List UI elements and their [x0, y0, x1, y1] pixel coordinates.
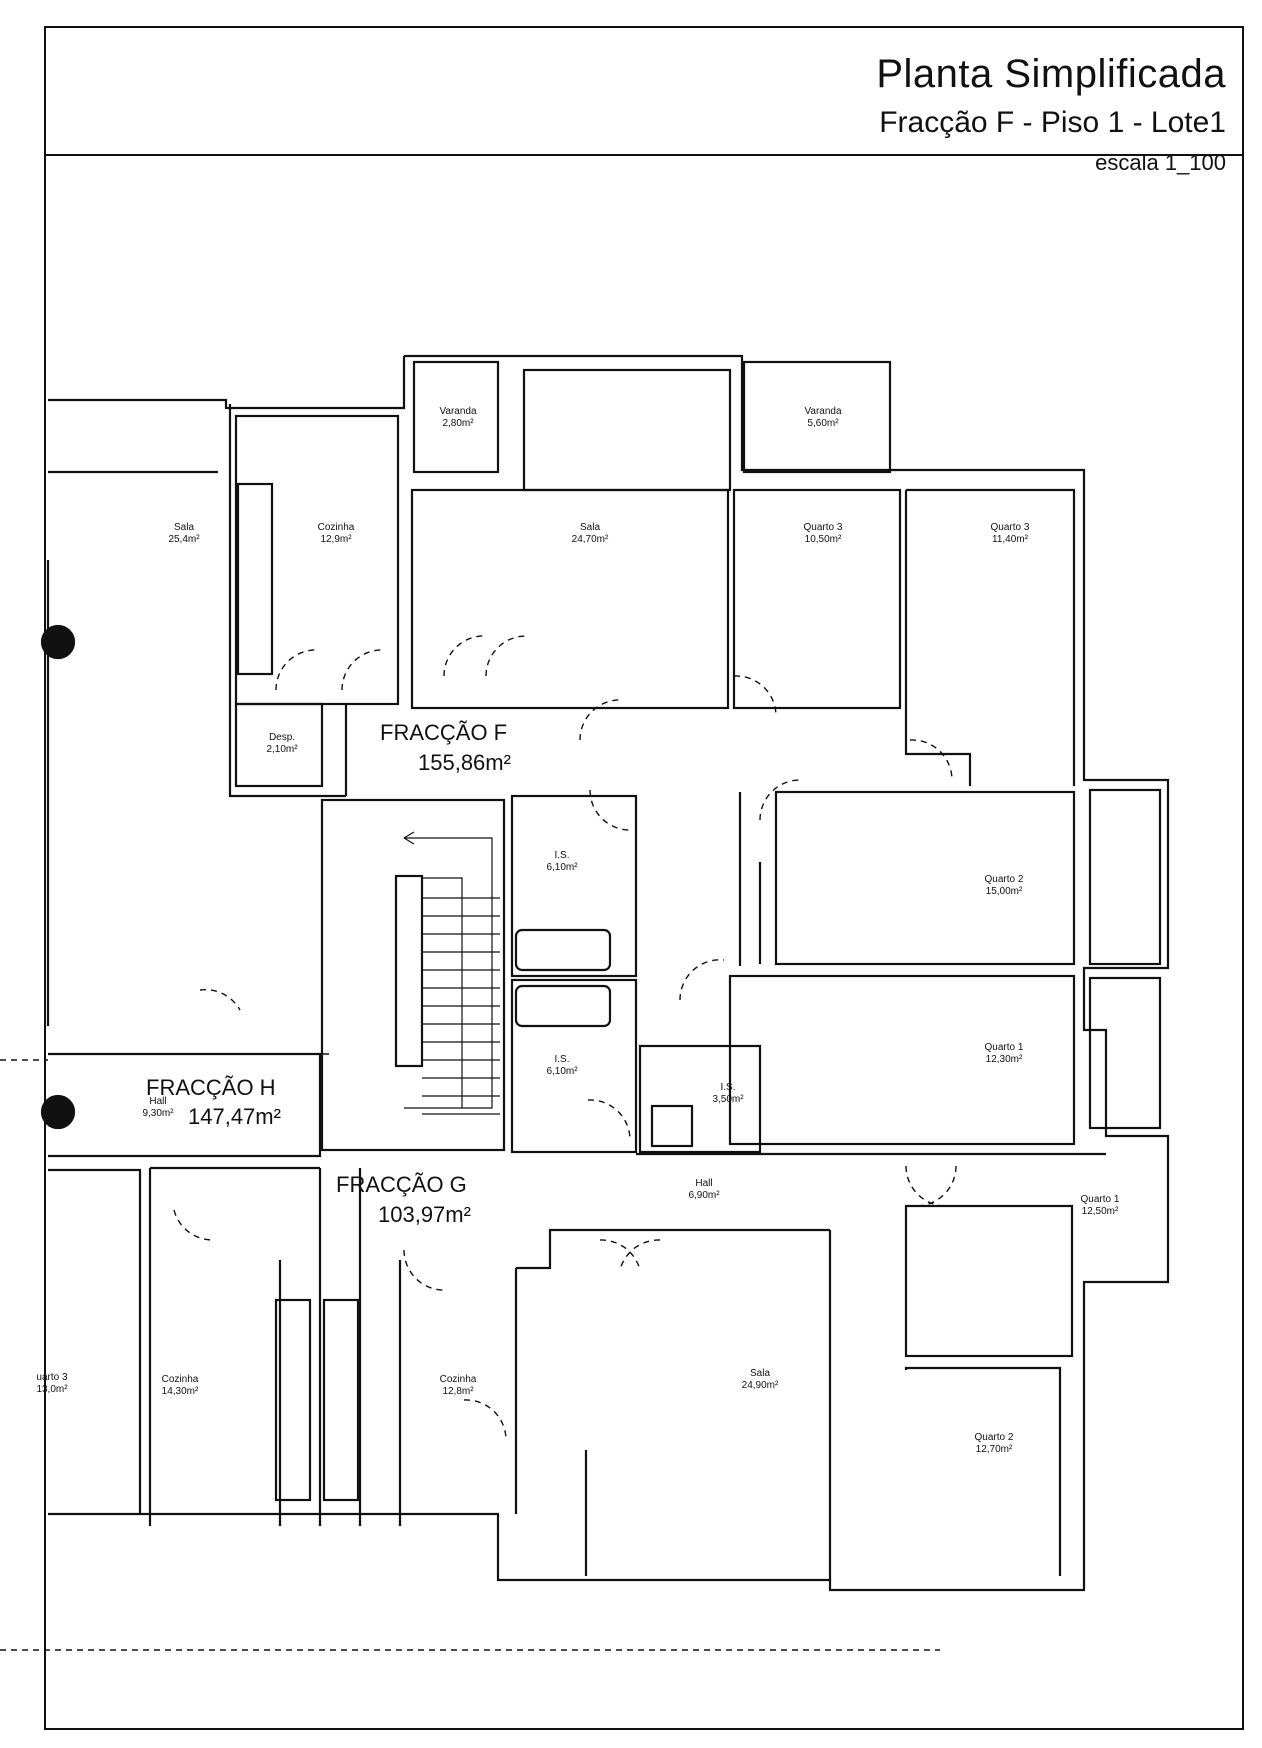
wall: [48, 1168, 142, 1514]
room-area: 12,50m²: [1082, 1206, 1119, 1217]
wall: [732, 488, 902, 710]
bathtub: [514, 984, 612, 1028]
room-name: Hall: [695, 1178, 712, 1189]
wall: [516, 1228, 636, 1270]
room-name: Sala: [750, 1368, 770, 1379]
room-area: 24,70m²: [572, 534, 609, 545]
room-area: 6,10m²: [546, 1066, 578, 1077]
room-area: 9,30m²: [142, 1108, 174, 1119]
wall: [1088, 788, 1162, 966]
room-name: Varanda: [439, 406, 477, 417]
wall: [638, 1044, 762, 1154]
wall: [728, 974, 1076, 1146]
unit-label: FRACÇÃO H: [146, 1075, 276, 1100]
wall: [906, 488, 1076, 786]
bathtub: [514, 928, 612, 972]
wall: [234, 414, 400, 706]
room-name: uarto 3: [36, 1372, 68, 1383]
room-name: I.S.: [554, 850, 569, 861]
room-name: Quarto 2: [985, 874, 1024, 885]
room-name: Hall: [149, 1096, 166, 1107]
room-area: 14,30m²: [162, 1386, 199, 1397]
room-name: Desp.: [269, 732, 295, 743]
stair-flight: [394, 874, 424, 1068]
room-area: 11,40m²: [992, 534, 1029, 545]
room-area: 10,50m²: [805, 534, 842, 545]
wall: [510, 978, 638, 1154]
room-name: Quarto 3: [804, 522, 843, 533]
counter: [274, 1298, 312, 1502]
wall: [510, 794, 638, 978]
unit-label: FRACÇÃO F: [380, 720, 507, 745]
room-area: 2,80m²: [442, 418, 474, 429]
room-name: Cozinha: [162, 1374, 199, 1385]
wall: [522, 368, 732, 492]
drawing-scale: escala 1_100: [1095, 150, 1226, 175]
room-area: 12,70m²: [976, 1444, 1013, 1455]
exterior-wall: [48, 356, 406, 410]
drawing-frame: [44, 26, 1244, 1730]
room-name: I.S.: [554, 1054, 569, 1065]
unit-label: FRACÇÃO G: [336, 1172, 467, 1197]
wall: [234, 702, 324, 788]
room-area: 6,90m²: [688, 1190, 720, 1201]
unit-area: 155,86m²: [418, 750, 511, 775]
wall: [228, 404, 346, 798]
room-area: 15,00m²: [986, 886, 1023, 897]
room-name: Quarto 2: [975, 1432, 1014, 1443]
unit-area: 147,47m²: [188, 1104, 281, 1129]
room-area: 13,0m²: [36, 1384, 68, 1395]
stair-core: [320, 798, 506, 1152]
drawing-title: Planta Simplificada: [876, 52, 1226, 96]
room-area: 24,90m²: [742, 1380, 779, 1391]
wall: [742, 360, 892, 474]
room-area: 12,9m²: [320, 534, 352, 545]
counter: [322, 1298, 360, 1502]
shower: [650, 1104, 694, 1148]
title-block: Planta Simplificada Fracção F - Piso 1 -…: [44, 26, 1244, 175]
drawing-subtitle: Fracção F - Piso 1 - Lote1: [879, 106, 1226, 139]
wall: [904, 1366, 1062, 1576]
wall: [774, 790, 1076, 966]
room-name: Varanda: [804, 406, 842, 417]
room-name: Cozinha: [440, 1374, 477, 1385]
exterior-wall: [48, 354, 1170, 1592]
room-area: 12,30m²: [986, 1054, 1023, 1065]
room-name: I.S.: [720, 1082, 735, 1093]
room-area: 25,4m²: [168, 534, 200, 545]
room-area: 6,10m²: [546, 862, 578, 873]
room-area: 12,8m²: [442, 1386, 474, 1397]
room-name: Quarto 3: [991, 522, 1030, 533]
unit-area: 103,97m²: [378, 1202, 471, 1227]
column: [40, 1094, 76, 1130]
room-area: 3,50m²: [712, 1094, 744, 1105]
room-area: 2,10m²: [266, 744, 298, 755]
room-area: 5,60m²: [807, 418, 839, 429]
wall: [410, 488, 730, 710]
room-name: Quarto 1: [985, 1042, 1024, 1053]
column: [40, 624, 76, 660]
wall: [904, 1204, 1074, 1358]
room-name: Sala: [174, 522, 194, 533]
wall: [904, 490, 972, 786]
room-name: Sala: [580, 522, 600, 533]
wall: [412, 360, 500, 474]
wall: [1088, 976, 1162, 1130]
room-name: Cozinha: [318, 522, 355, 533]
room-name: Quarto 1: [1081, 1194, 1120, 1205]
counter: [236, 482, 274, 676]
